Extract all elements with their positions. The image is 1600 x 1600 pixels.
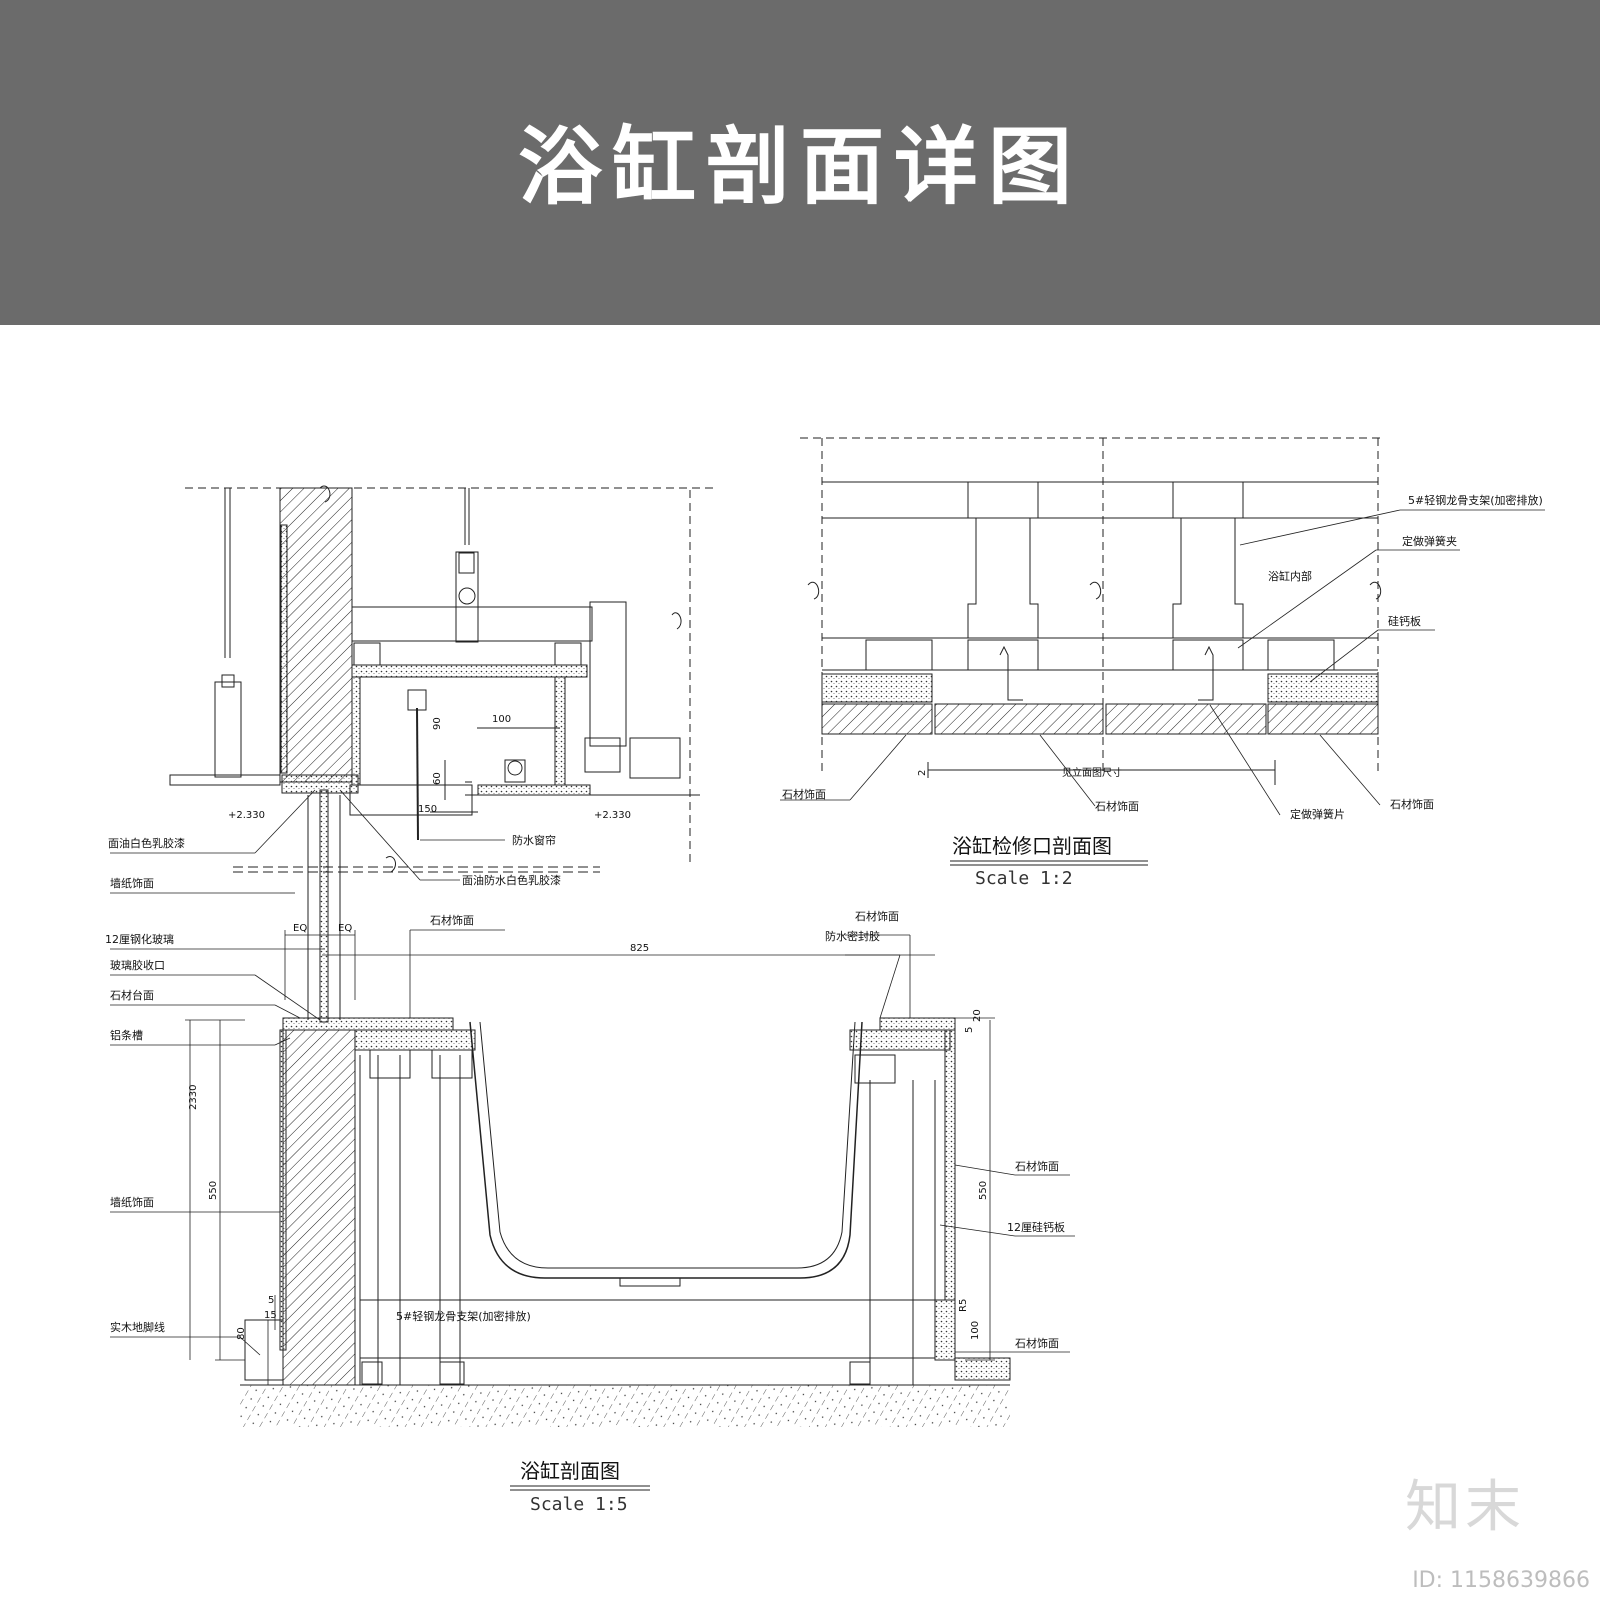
dim-5: 5 — [268, 1295, 274, 1306]
brand-logo: 知末 — [1405, 1475, 1525, 1540]
dim-100-right: 100 — [970, 1321, 981, 1340]
label-stone-side: 石材饰面 — [1015, 1159, 1059, 1173]
label-stone-counter: 石材台面 — [110, 988, 154, 1002]
label-glass-glue: 玻璃胶收口 — [110, 958, 165, 972]
lower-wall — [240, 1029, 1010, 1427]
title-banner: 浴缸剖面详图 — [0, 0, 1600, 325]
right-leader-lines — [780, 509, 1545, 816]
glass-panel — [307, 789, 341, 1023]
dim-eq-1: EQ — [293, 923, 307, 934]
access-panel-drawing — [800, 437, 1382, 785]
label-stone-left-right: 石材饰面 — [782, 787, 826, 801]
label-spring-clip: 定做弹簧夹 — [1402, 534, 1457, 548]
label-wallpaper-bottom: 墙纸饰面 — [110, 1195, 154, 1209]
page-title: 浴缸剖面详图 — [517, 118, 1082, 216]
dim-150: 150 — [418, 804, 437, 815]
dim-15: 15 — [264, 1310, 277, 1321]
dim-550-right: 550 — [978, 1181, 989, 1200]
label-wallpaper-top: 墙纸饰面 — [110, 876, 154, 890]
scale-left: Scale 1:5 — [530, 1494, 628, 1515]
dim-20: 20 — [972, 1009, 983, 1022]
dim-60: 60 — [432, 772, 443, 785]
label-sealant: 防水密封胶 — [825, 929, 880, 943]
left-leader-lines — [110, 789, 1075, 1356]
label-frame: 5#轻钢龙骨支架(加密排放) — [396, 1309, 531, 1323]
dim-80: 80 — [236, 1327, 247, 1340]
label-wood-skirting: 实木地脚线 — [110, 1320, 165, 1334]
label-paint-white: 面油白色乳胶漆 — [108, 836, 185, 850]
image-id: ID: 1158639866 — [1412, 1568, 1590, 1593]
caption-access-panel: 浴缸检修口剖面图 — [952, 834, 1112, 858]
label-silicate-board: 12厘硅钙板 — [1007, 1220, 1065, 1234]
label-frame-right: 5#轻钢龙骨支架(加密排放) — [1408, 493, 1543, 507]
left-dimension-lines — [185, 930, 995, 1385]
label-paint-waterproof: 面油防水白色乳胶漆 — [462, 873, 561, 887]
label-stone-left: 石材饰面 — [430, 913, 474, 927]
label-silicate: 硅钙板 — [1388, 614, 1421, 628]
dim-825: 825 — [630, 943, 649, 954]
dim-90: 90 — [432, 717, 443, 730]
right-view-labels: 5#轻钢龙骨支架(加密排放) 定做弹簧夹 浴缸内部 硅钙板 石材饰面 石材饰面 … — [782, 493, 1543, 821]
label-tub-inner: 浴缸内部 — [1268, 569, 1312, 583]
label-tempered-glass: 12厘钢化玻璃 — [105, 932, 174, 946]
left-dimension-texts: 825 2330 550 550 100 80 15 5 20 5 R5 EQ … — [188, 714, 989, 1340]
label-stone-right-top: 石材饰面 — [855, 909, 899, 923]
dim-550-left: 550 — [208, 1181, 219, 1200]
left-caption: 浴缸剖面图 Scale 1:5 — [510, 1459, 650, 1515]
label-stone-mid: 石材饰面 — [1095, 799, 1139, 813]
label-curtain: 防水窗帘 — [512, 833, 556, 847]
label-spring-piece: 定做弹簧片 — [1290, 807, 1345, 821]
caption-bathtub-section: 浴缸剖面图 — [520, 1459, 620, 1483]
scale-right: Scale 1:2 — [975, 868, 1073, 889]
dim-2330: 2330 — [188, 1085, 199, 1110]
bathtub-body — [282, 1017, 1011, 1385]
ceiling-area — [169, 485, 718, 873]
level-right: +2.330 — [594, 810, 631, 821]
label-aluminum-groove: 铝条槽 — [110, 1028, 143, 1042]
label-stone-base: 石材饰面 — [1015, 1336, 1059, 1350]
right-caption: 浴缸检修口剖面图 Scale 1:2 — [950, 834, 1148, 889]
dim-eq-2: EQ — [338, 923, 352, 934]
dim-2: 2 — [917, 770, 928, 776]
dim-100-inner: 100 — [492, 714, 511, 725]
dim-r5: R5 — [958, 1299, 969, 1312]
left-view-labels: 面油白色乳胶漆 墙纸饰面 12厘钢化玻璃 玻璃胶收口 石材台面 铝条槽 墙纸饰面… — [105, 833, 1065, 1350]
size-note: 见立面图尺寸 — [1062, 766, 1122, 779]
dim-5b: 5 — [964, 1027, 975, 1033]
label-stone-right: 石材饰面 — [1390, 797, 1434, 811]
level-left: +2.330 — [228, 810, 265, 821]
